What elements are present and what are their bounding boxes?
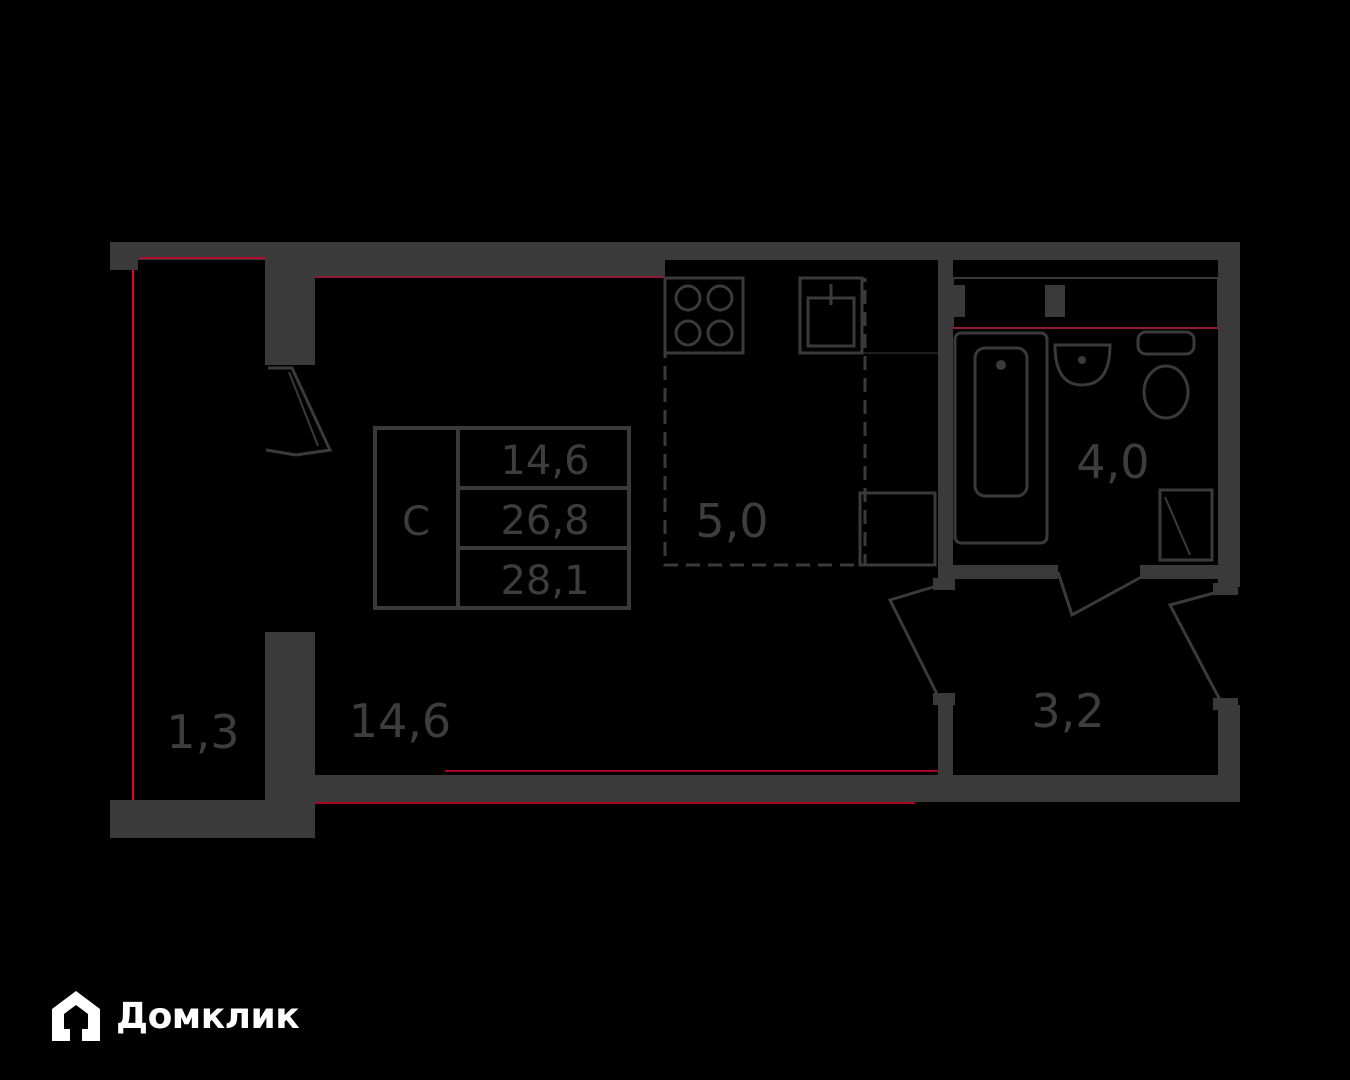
total-with-balcony-value: 28,1 — [500, 558, 589, 604]
hallway-area-label: 3,2 — [1031, 684, 1104, 738]
apartment-type-letter: С — [402, 499, 430, 545]
balcony-door — [265, 366, 333, 457]
area-legend: С 14,6 26,8 28,1 — [373, 426, 631, 610]
interior-walls — [938, 260, 1220, 780]
kitchen-area-label: 5,0 — [695, 494, 768, 548]
kitchen-zone — [663, 276, 938, 567]
brand-name: Домклик — [116, 995, 300, 1037]
bathroom-fixtures — [953, 330, 1214, 562]
brand-logo: Домклик — [48, 986, 300, 1046]
balcony-area-label: 1,3 — [166, 705, 239, 759]
total-area-value: 26,8 — [500, 498, 589, 544]
living-room-area-label: 14,6 — [349, 694, 451, 748]
entrance-door — [887, 578, 1238, 710]
bathroom-area-label: 4,0 — [1076, 435, 1149, 489]
bathroom-door — [1056, 571, 1146, 618]
outer-walls — [110, 242, 1240, 838]
domclick-house-icon — [52, 991, 100, 1041]
living-area-value: 14,6 — [500, 438, 589, 484]
